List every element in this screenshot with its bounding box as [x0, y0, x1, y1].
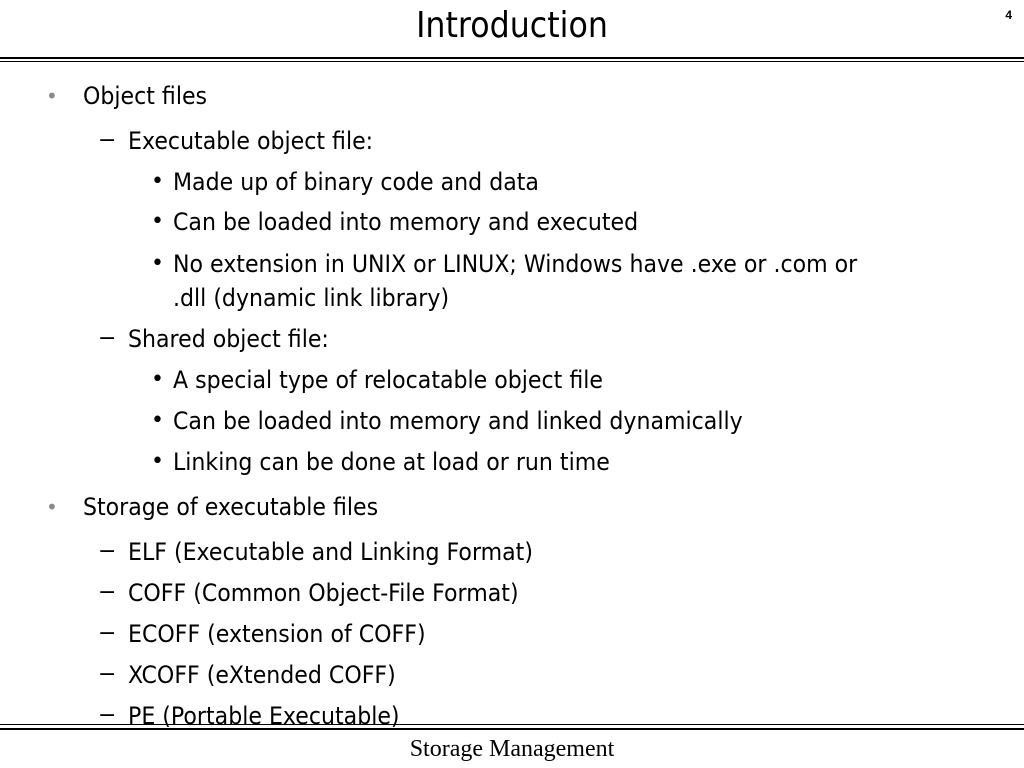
subheading-executable-object-file: Executable object file:	[128, 127, 374, 155]
dash-icon: −	[98, 580, 117, 605]
bullet-icon: •	[46, 84, 58, 108]
dash-icon: −	[98, 621, 117, 646]
dot-icon: •	[151, 408, 164, 433]
list-item: ELF (Executable and Linking Format)	[128, 538, 533, 566]
dash-icon: −	[98, 662, 117, 687]
list-item: XCOFF (eXtended COFF)	[128, 661, 396, 689]
list-item: PE (Portable Executable)	[128, 702, 400, 730]
list-item: Can be loaded into memory and executed	[173, 208, 639, 236]
list-item: Can be loaded into memory and linked dyn…	[173, 407, 743, 435]
dot-icon: •	[151, 251, 164, 276]
page-number: 4	[1005, 8, 1012, 22]
footer-rule-bottom	[0, 728, 1024, 730]
heading-storage: Storage of executable files	[83, 493, 379, 521]
list-item: Linking can be done at load or run time	[173, 448, 610, 476]
dash-icon: −	[98, 326, 117, 351]
subheading-shared-object-file: Shared object file:	[128, 325, 329, 353]
list-item: No extension in UNIX or LINUX; Windows h…	[173, 250, 858, 278]
list-item-continuation: .dll (dynamic link library)	[173, 284, 450, 312]
dash-icon: −	[98, 128, 117, 153]
dash-icon: −	[98, 703, 117, 728]
slide-footer: Storage Management	[409, 736, 615, 762]
slide-title: Introduction	[416, 5, 608, 46]
dot-icon: •	[151, 209, 164, 234]
heading-object-files: Object files	[83, 82, 208, 110]
footer-rule-top	[0, 724, 1024, 725]
dot-icon: •	[151, 169, 164, 194]
bullet-icon: •	[46, 495, 58, 519]
header-rule-bottom	[0, 61, 1024, 62]
dash-icon: −	[98, 539, 117, 564]
list-item: Made up of binary code and data	[173, 168, 539, 196]
dot-icon: •	[151, 449, 164, 474]
list-item: A special type of relocatable object fil…	[173, 366, 603, 394]
list-item: ECOFF (extension of COFF)	[128, 620, 426, 648]
slide-content: • Object files − Executable object file:…	[46, 82, 858, 730]
list-item: COFF (Common Object-File Format)	[128, 579, 519, 607]
dot-icon: •	[151, 367, 164, 392]
header-rule-top	[0, 57, 1024, 59]
